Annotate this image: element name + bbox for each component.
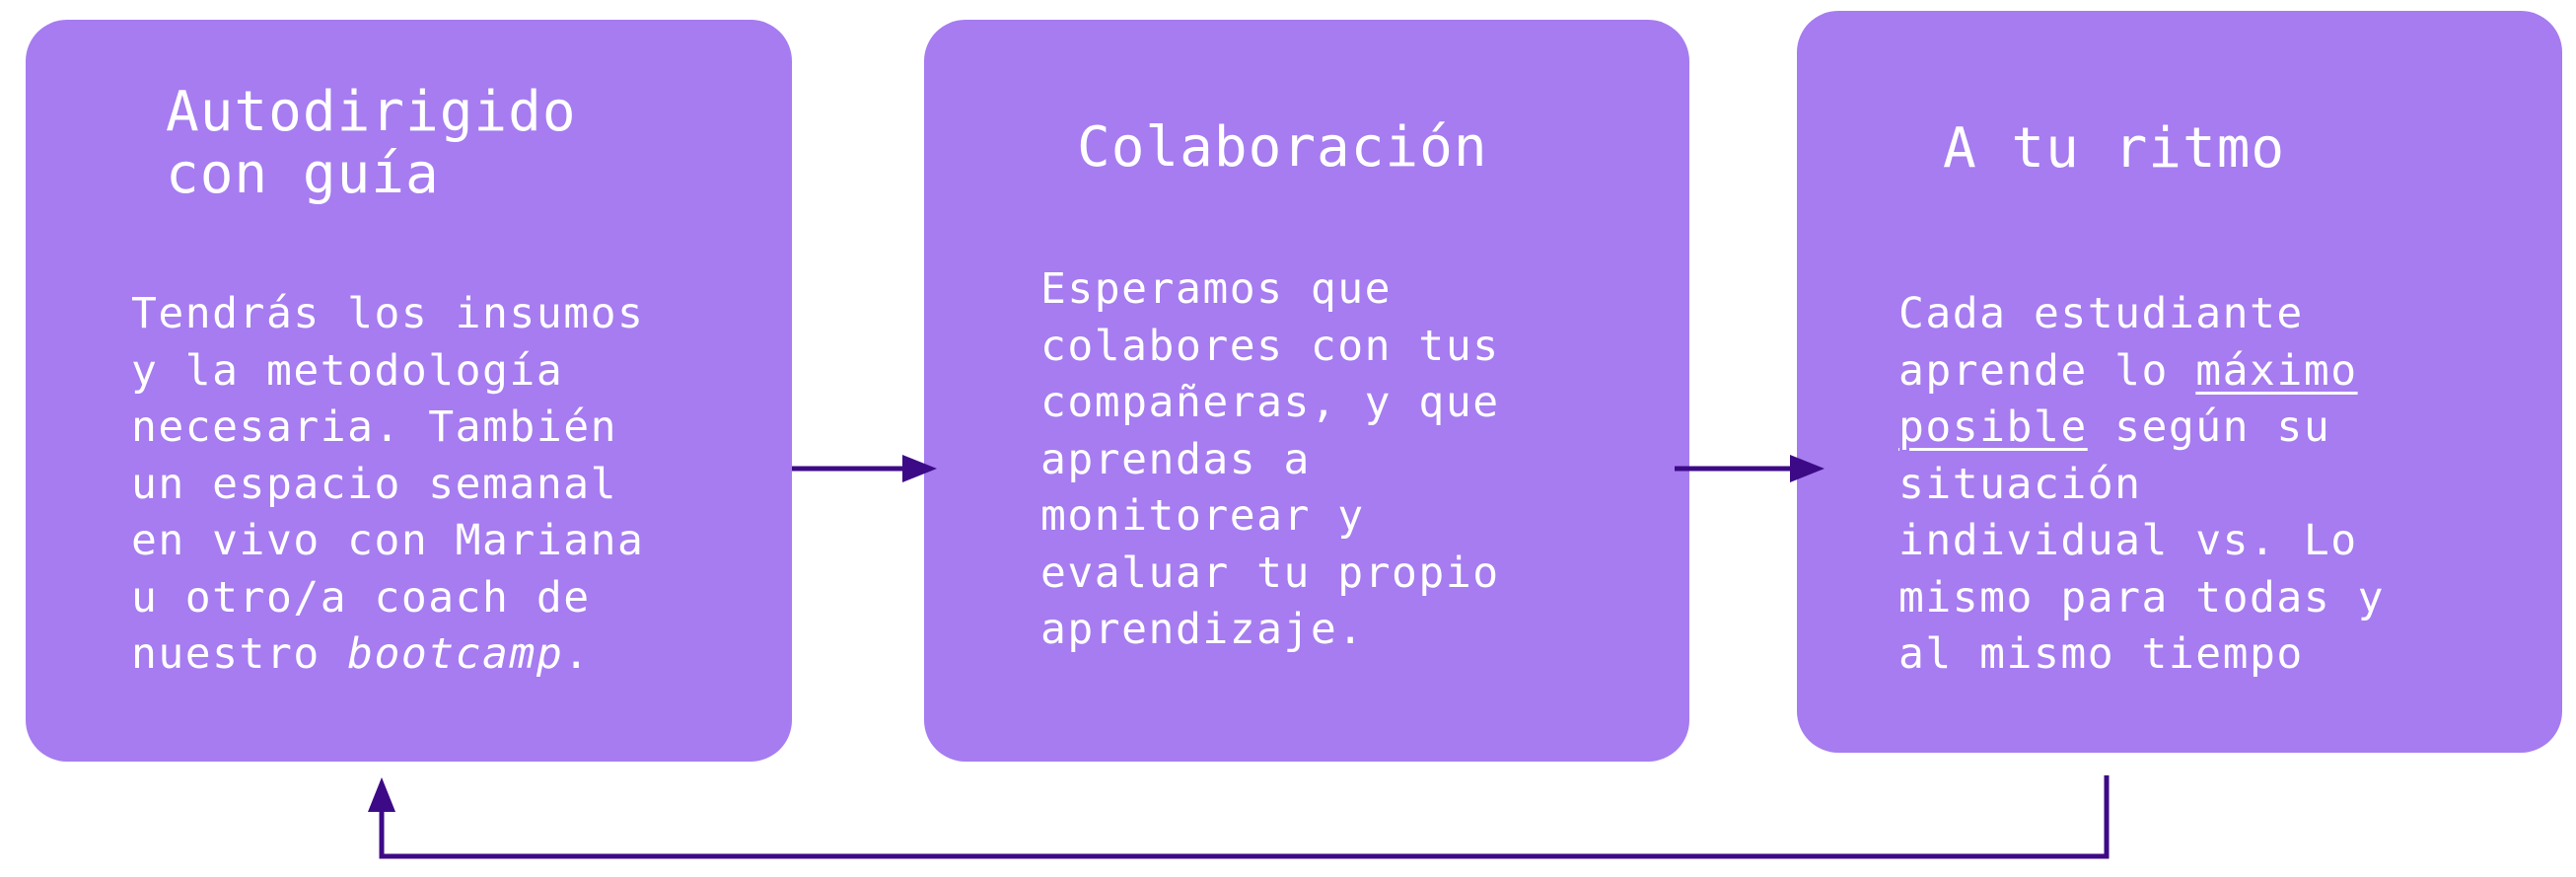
body-line: mismo para todas y <box>1898 572 2385 622</box>
body-line: aprende lo máximo <box>1898 343 2385 401</box>
body-line: en vivo con Mariana <box>131 516 645 565</box>
body-line: situación <box>1898 459 2142 509</box>
body-line: aprendas a <box>1040 434 1311 484</box>
body-text: . <box>563 629 591 679</box>
card-body: Cada estudiante aprende lo máximo posibl… <box>1898 286 2385 684</box>
body-text: aprende lo <box>1898 345 2196 396</box>
body-line: y la metodología <box>131 345 564 396</box>
arrow-card1-to-card2 <box>792 455 937 482</box>
body-line: posible según su <box>1898 400 2385 457</box>
arrow-card2-to-card3 <box>1675 455 1825 482</box>
body-line: un espacio semanal <box>131 459 617 509</box>
body-line: individual vs. Lo <box>1898 516 2358 565</box>
body-line: aprendizaje. <box>1040 605 1365 654</box>
body-text: según su <box>2087 402 2331 452</box>
card-title: Autodirigido con guía <box>166 80 577 206</box>
body-line: Tendrás los insumos <box>131 289 645 338</box>
card-body: Esperamos que colabores con tus compañer… <box>1040 261 1500 659</box>
body-line: compañeras, y que <box>1040 378 1500 427</box>
body-line: necesaria. También <box>131 402 617 452</box>
body-line: monitorear y <box>1040 491 1365 541</box>
body-line: al mismo tiempo <box>1898 629 2304 679</box>
body-line: Esperamos que <box>1040 264 1393 314</box>
body-line: u otro/a coach de <box>131 572 591 622</box>
body-line: colabores con tus <box>1040 321 1500 371</box>
arrow-card3-to-card1-loop <box>368 775 2110 859</box>
body-text: nuestro <box>131 629 348 679</box>
body-line: nuestro bootcamp. <box>131 626 644 684</box>
body-underlined-text: máximo <box>2195 345 2358 396</box>
body-line: evaluar tu propio <box>1040 548 1500 598</box>
card-autodirigido: Autodirigido con guía Tendrás los insumo… <box>26 20 792 762</box>
card-title: A tu ritmo <box>1943 116 2286 181</box>
card-body: Tendrás los insumos y la metodología nec… <box>131 286 644 684</box>
body-line: Cada estudiante <box>1898 289 2304 338</box>
card-a-tu-ritmo: A tu ritmo Cada estudiante aprende lo má… <box>1797 11 2562 753</box>
body-underlined-text: posible <box>1898 402 2088 452</box>
card-title: Colaboración <box>1077 115 1488 180</box>
card-colaboracion: Colaboración Esperamos que colabores con… <box>924 20 1689 762</box>
body-italic-text: bootcamp <box>347 629 564 679</box>
